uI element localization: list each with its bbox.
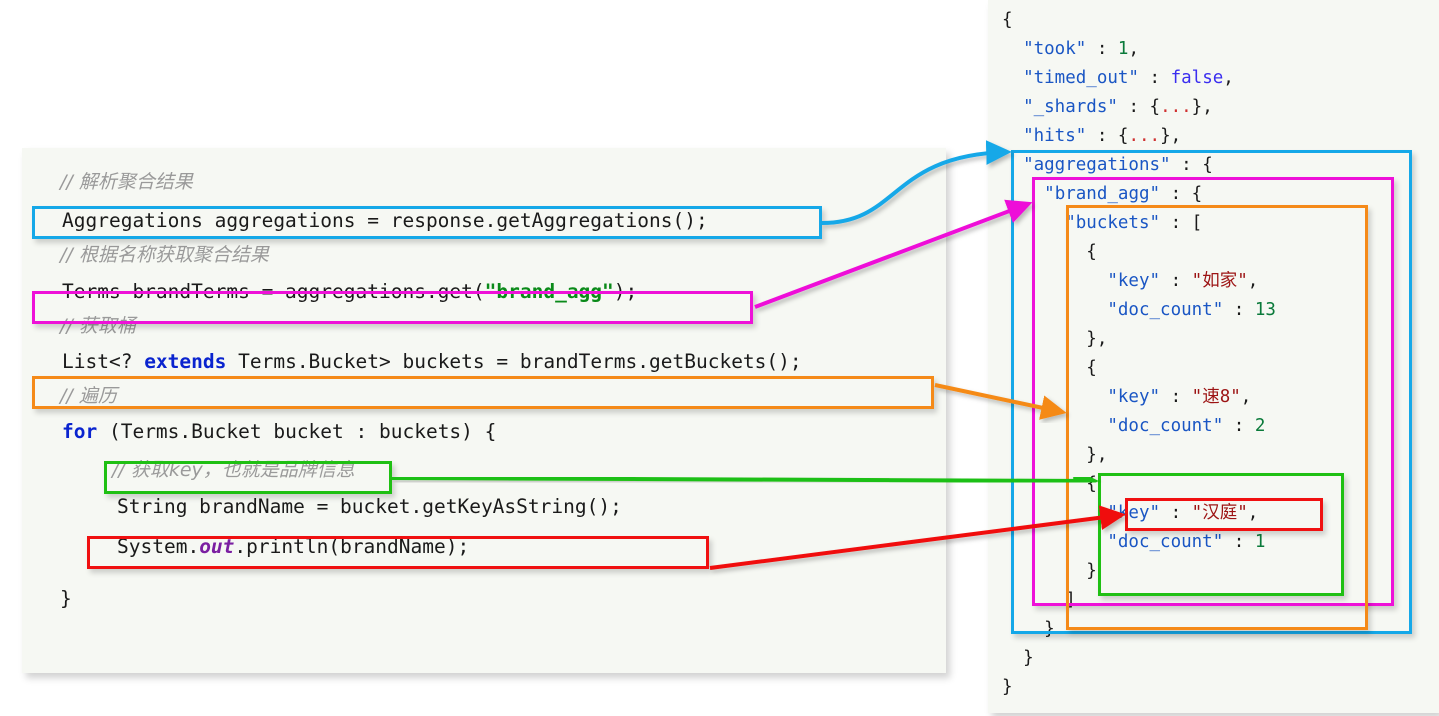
code-line-get-aggregations: Aggregations aggregations = response.get… bbox=[62, 209, 708, 232]
json-line-bucket1-doccount: "doc_count" : 2 bbox=[1107, 416, 1266, 436]
code-line-list-buckets: List<? extends Terms.Bucket> buckets = b… bbox=[62, 351, 802, 373]
json-ellipsis-shards: ... bbox=[1160, 97, 1192, 117]
json-key-took: "took" bbox=[1023, 39, 1087, 59]
code-line-get-brand-terms: Terms brandTerms = aggregations.get("bra… bbox=[62, 281, 637, 303]
json-value-key-2: "汉庭" bbox=[1191, 503, 1248, 523]
code-text-println-suffix: .println(brandName); bbox=[234, 535, 470, 558]
code-comment-iterate: // 遍历 bbox=[60, 385, 117, 407]
json-key-aggregations: "aggregations" bbox=[1023, 155, 1171, 175]
json-line-buckets-close: ] bbox=[1002, 590, 1076, 610]
code-text-list-prefix: List<? bbox=[62, 350, 145, 373]
code-comment-get-key-brand: // 获取key，也就是品牌信息 bbox=[112, 459, 355, 481]
json-line-bucket0-doccount: "doc_count" : 13 bbox=[1107, 300, 1276, 320]
json-value-timed-out: false bbox=[1170, 68, 1224, 88]
code-field-out: out bbox=[199, 535, 235, 558]
json-line-bucket2-close: } bbox=[1002, 561, 1097, 581]
json-key-key-0: "key" bbox=[1107, 271, 1161, 291]
code-text-system-prefix: System. bbox=[117, 535, 200, 558]
json-ellipsis-hits: ... bbox=[1128, 126, 1161, 146]
java-code-panel: // 解析聚合结果 Aggregations aggregations = re… bbox=[22, 148, 946, 673]
json-key-buckets: "buckets" bbox=[1065, 213, 1161, 233]
json-value-key-0: "如家" bbox=[1191, 271, 1248, 291]
json-line-brand-agg-close: } bbox=[1002, 619, 1055, 639]
json-value-took: 1 bbox=[1117, 39, 1129, 59]
json-response-panel: { "took" : 1, "timed_out" : false, "_sha… bbox=[988, 0, 1439, 713]
code-line-println: System.out.println(brandName); bbox=[117, 536, 469, 558]
json-key-brand-agg: "brand_agg" bbox=[1044, 184, 1161, 204]
json-key-doc-count-1: "doc_count" bbox=[1107, 416, 1224, 436]
json-line-bucket0-open: { bbox=[1002, 242, 1097, 262]
code-comment-get-buckets: // 获取桶 bbox=[60, 315, 136, 337]
json-key-shards: "_shards" bbox=[1023, 97, 1118, 117]
code-text-for-suffix: (Terms.Bucket bucket : buckets) { bbox=[97, 420, 497, 443]
json-key-key-1: "key" bbox=[1107, 387, 1161, 407]
json-line-bucket2-open: { bbox=[1002, 474, 1097, 494]
json-value-doc-count-0: 13 bbox=[1254, 300, 1276, 320]
json-value-key-1: "速8" bbox=[1191, 387, 1241, 407]
code-line-brand-name: String brandName = bucket.getKeyAsString… bbox=[117, 495, 622, 518]
json-line-timed-out: "timed_out" : false, bbox=[1023, 68, 1234, 88]
json-line-open-brace: { bbox=[1002, 10, 1013, 30]
json-line-bucket1-key: "key" : "速8", bbox=[1107, 387, 1252, 407]
code-line-for-loop: for (Terms.Bucket bucket : buckets) { bbox=[62, 421, 496, 443]
json-line-bucket1-close: }, bbox=[1002, 445, 1108, 465]
json-line-bucket0-key: "key" : "如家", bbox=[1107, 271, 1259, 291]
json-line-bucket0-close: }, bbox=[1002, 329, 1108, 349]
code-comment-parse-agg-result: // 解析聚合结果 bbox=[60, 171, 193, 193]
json-value-doc-count-1: 2 bbox=[1254, 416, 1266, 436]
json-line-aggregations: "aggregations" : { bbox=[1023, 155, 1213, 175]
json-key-doc-count-0: "doc_count" bbox=[1107, 300, 1224, 320]
json-line-bucket1-open: { bbox=[1002, 358, 1097, 378]
code-keyword-extends: extends bbox=[144, 350, 227, 373]
json-key-key-2: "key" bbox=[1107, 503, 1161, 523]
json-value-doc-count-2: 1 bbox=[1254, 532, 1266, 552]
json-key-timed-out: "timed_out" bbox=[1023, 68, 1139, 88]
json-line-took: "took" : 1, bbox=[1023, 39, 1139, 59]
json-line-aggregations-close: } bbox=[1002, 648, 1034, 668]
json-line-root-close: } bbox=[1002, 677, 1013, 697]
code-string-brand-agg: "brand_agg" bbox=[484, 280, 614, 303]
code-text-list-suffix: Terms.Bucket> buckets = brandTerms.getBu… bbox=[226, 350, 802, 373]
code-keyword-for: for bbox=[62, 420, 98, 443]
json-line-bucket2-key: "key" : "汉庭", bbox=[1107, 503, 1259, 523]
json-line-hits: "hits" : {...}, bbox=[1023, 126, 1182, 146]
json-key-hits: "hits" bbox=[1023, 126, 1087, 146]
json-line-brand-agg: "brand_agg" : { bbox=[1044, 184, 1203, 204]
code-text-terms-suffix: ); bbox=[613, 280, 638, 303]
code-line-closing-brace: } bbox=[60, 587, 72, 610]
code-comment-get-agg-by-name: // 根据名称获取聚合结果 bbox=[60, 244, 269, 266]
json-line-buckets: "buckets" : [ bbox=[1065, 213, 1203, 233]
json-line-shards: "_shards" : {...}, bbox=[1023, 97, 1213, 117]
json-key-doc-count-2: "doc_count" bbox=[1107, 532, 1224, 552]
code-text-terms-prefix: Terms brandTerms = aggregations.get( bbox=[62, 280, 485, 303]
json-line-bucket2-doccount: "doc_count" : 1 bbox=[1107, 532, 1266, 552]
